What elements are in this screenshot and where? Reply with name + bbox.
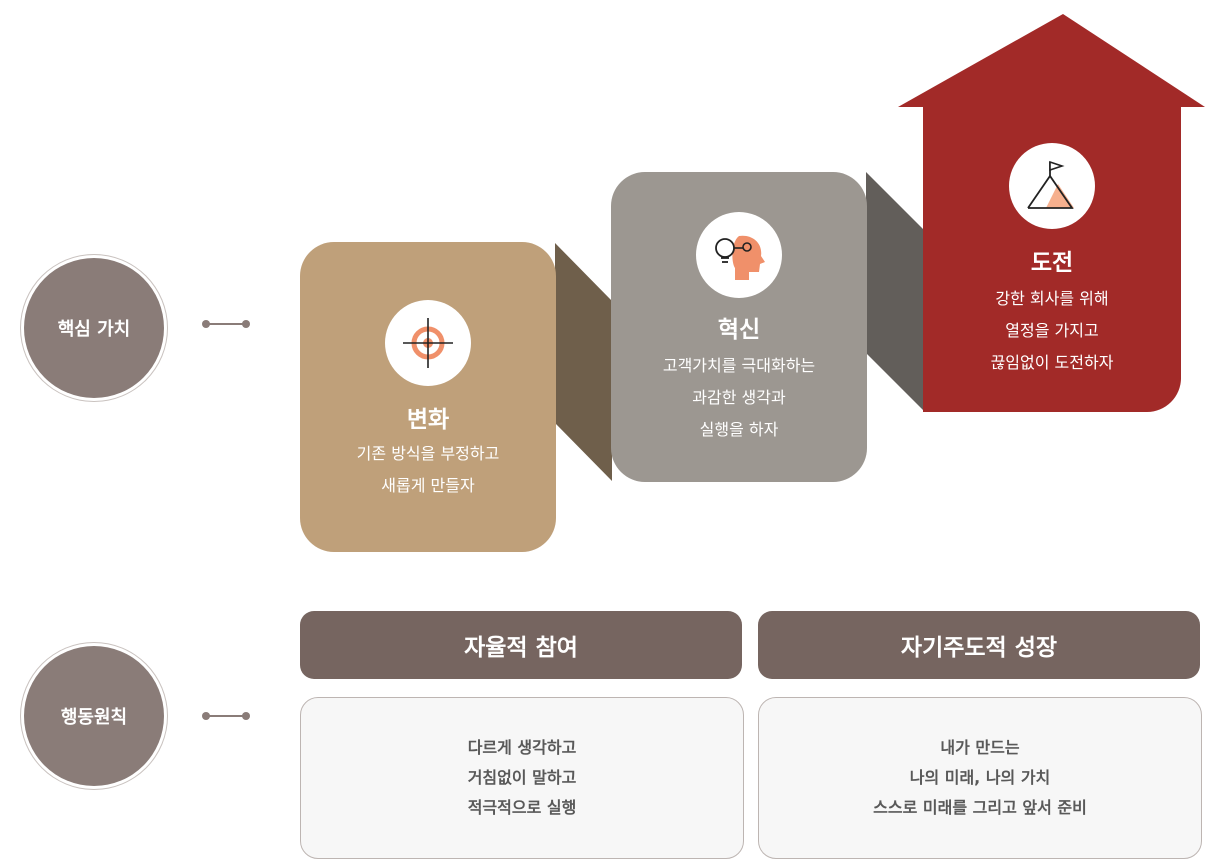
icon-circle bbox=[385, 300, 471, 386]
action-principles-label: 행동원칙 bbox=[24, 646, 164, 786]
staircase-connectors bbox=[555, 14, 1205, 481]
icon-circle bbox=[696, 212, 782, 298]
value-card-innovation: 혁신 고객가치를 극대화하는 과감한 생각과 실행을 하자 bbox=[611, 172, 867, 482]
value-card-challenge: 도전 강한 회사를 위해 열정을 가지고 끊임없이 도전하자 bbox=[923, 105, 1181, 412]
step-connector-2 bbox=[866, 172, 924, 411]
card-description: 기존 방식을 부정하고 새롭게 만들자 bbox=[356, 444, 500, 495]
principle-box-growth: 내가 만드는 나의 미래, 나의 가치 스스로 미래를 그리고 앞서 준비 bbox=[758, 697, 1202, 859]
value-card-change: 변화 기존 방식을 부정하고 새롭게 만들자 bbox=[300, 242, 556, 552]
card-title: 혁신 bbox=[717, 317, 761, 343]
principle-banner-participation: 자율적 참여 bbox=[300, 611, 742, 679]
principle-box-participation: 다르게 생각하고 거침없이 말하고 적극적으로 실행 bbox=[300, 697, 744, 859]
card-title: 도전 bbox=[1030, 250, 1074, 276]
step-connector-1 bbox=[555, 243, 612, 481]
card-title: 변화 bbox=[406, 407, 450, 433]
core-values-label-text: 핵심 가치 bbox=[57, 319, 131, 340]
mountain-flag-icon bbox=[1027, 160, 1074, 209]
core-values-connector bbox=[202, 320, 250, 328]
principle-title: 자기주도적 성장 bbox=[900, 635, 1058, 661]
action-principles-connector bbox=[202, 712, 250, 720]
card-description: 고객가치를 극대화하는 과감한 생각과 실행을 하자 bbox=[662, 356, 816, 439]
core-values-label: 핵심 가치 bbox=[24, 258, 164, 398]
icon-circle bbox=[1009, 143, 1095, 229]
idea-head-icon bbox=[715, 235, 765, 280]
target-icon bbox=[403, 318, 453, 368]
principle-description: 다르게 생각하고 거침없이 말하고 적극적으로 실행 bbox=[467, 738, 577, 817]
principle-title: 자율적 참여 bbox=[464, 635, 578, 661]
card-description: 강한 회사를 위해 열정을 가지고 끊임없이 도전하자 bbox=[990, 289, 1114, 372]
principle-banner-growth: 자기주도적 성장 bbox=[758, 611, 1200, 679]
challenge-arrow-roof bbox=[898, 14, 1205, 107]
principle-description: 내가 만드는 나의 미래, 나의 가치 스스로 미래를 그리고 앞서 준비 bbox=[873, 738, 1087, 817]
action-principles-label-text: 행동원칙 bbox=[60, 707, 128, 728]
